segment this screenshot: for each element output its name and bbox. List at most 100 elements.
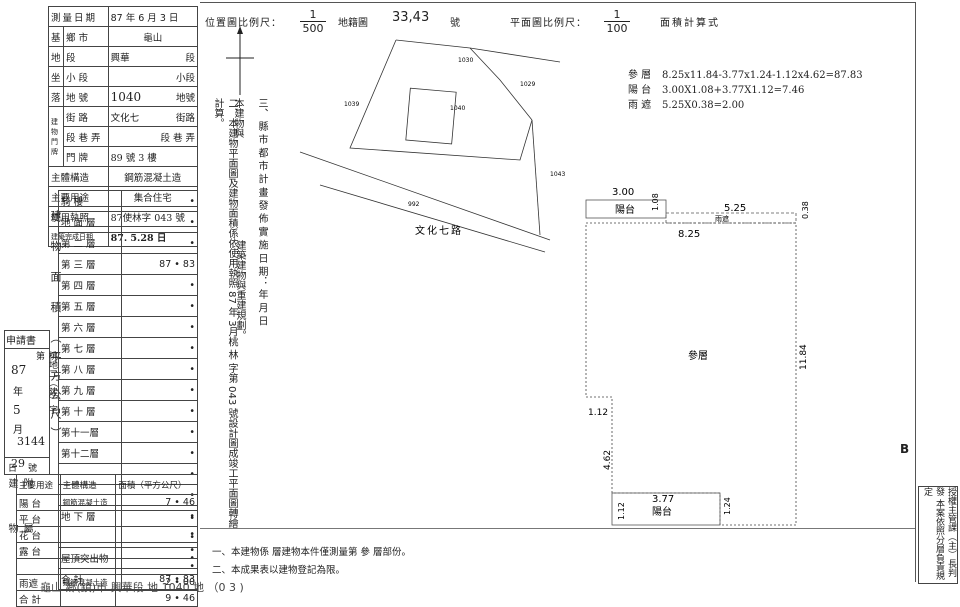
frame-right (915, 2, 916, 582)
bottom-note-1: 一、本建物係 層建物本件僅測量第 參 層部份。 (212, 547, 412, 558)
street-label: 街 路 (63, 106, 109, 127)
dim-eave-h: 0.38 (801, 201, 810, 219)
plan-scale-label: 平面圖比例尺： (510, 18, 587, 29)
group-label: 建物門牌 (48, 106, 64, 167)
floor-name: 騎 樓 (58, 190, 122, 212)
survey-date-label: 測量日期 (48, 6, 109, 27)
dim-bottom-balcony-side: 1.12 (617, 502, 626, 520)
attached-structure (59, 558, 117, 575)
floor-area: • (121, 421, 198, 443)
attached-structure (59, 526, 117, 543)
dim-width: 8.25 (678, 229, 700, 240)
note-3b: 建築建物與重建規劃。 (234, 240, 245, 340)
section-value: 興華 段 (107, 46, 199, 67)
group-label: 基 (48, 26, 64, 47)
applicant-number: 3144 (17, 435, 45, 448)
floor-area: • (121, 295, 198, 317)
calc-row: 參 層 8.25x11.84-3.77x1.24-1.12x4.62=87.83 (628, 68, 863, 83)
calc-row-name: 雨 遮 (628, 100, 652, 111)
floor-area: • (121, 379, 198, 401)
frame-top (200, 2, 915, 3)
footer-text: 龜山 鄉(鎮)市 興華段 地 1040 地 （0 3 ) (40, 581, 244, 594)
calc-row-formula: 5.25X0.38=2.00 (662, 100, 745, 111)
applicant-num-label: 號 (28, 464, 38, 474)
floor-name: 第 八 層 (58, 358, 122, 380)
floor-name: 第十一層 (58, 421, 122, 443)
floor-name: 第 六 層 (58, 316, 122, 338)
attached-usage: 露 台 (16, 542, 61, 559)
dim-notch-w: 1.12 (588, 408, 608, 418)
floor-name: 地 面 層 (58, 211, 122, 233)
applicant-block: 申請書 桃地二（建）字第 87 年 5 月 3144 (4, 330, 57, 458)
calc-row-formula: 8.25x11.84-3.77x1.24-1.12x4.62=87.83 (662, 70, 863, 81)
floor-label: 參層 (688, 349, 708, 362)
attached-area: • (115, 526, 198, 543)
lot-label-1029: 1029 (520, 81, 535, 88)
attached-usage (16, 558, 61, 575)
street-label: 文化七路 (415, 224, 463, 237)
applicant-year: 87 (11, 363, 27, 377)
dim-top-balcony-w: 3.00 (612, 187, 634, 198)
location-scale-label: 位置圖比例尺： (205, 18, 282, 29)
floor-name: 第 四 層 (58, 274, 122, 296)
dim-bottom-balcony-w: 3.77 (652, 494, 674, 505)
attached-area: • (115, 510, 198, 527)
applicant-word: 桃地二（建）字第 (34, 351, 57, 414)
floor-name: 第 十 層 (58, 400, 122, 422)
approval-stamp: 授權主管課（主）長判發 本案依照分層負責規定 (918, 486, 958, 584)
attached-header-usage: 主要用途 (16, 474, 61, 495)
calc-row-name: 參 層 (628, 70, 652, 81)
section-label: 段 (63, 46, 109, 67)
plan-scale-fraction: 1 100 (604, 8, 630, 35)
group-label: 落 (48, 86, 64, 107)
applicant-year-label: 年 (13, 387, 23, 398)
location-scale-fraction: 1 500 (300, 8, 326, 35)
applicant-day: 29 (11, 457, 25, 470)
floor-name: 第十二層 (58, 442, 122, 464)
attached-usage: 平 台 (16, 510, 61, 527)
lane-label: 段 巷 弄 (63, 126, 109, 147)
floor-area: • (121, 400, 198, 422)
subsection-label: 小 段 (63, 66, 109, 87)
lane-value: 段 巷 弄 (107, 126, 199, 147)
lot-value: 1040 地號 (107, 86, 199, 107)
calc-label: 面積計算式 (660, 18, 720, 29)
eave-label: 雨遮 (715, 214, 729, 223)
note-3: 三、 縣 市 都 市 計 畫 發 佈 實 施 日 期： 年 月 日 (256, 98, 267, 326)
lot-label-1030: 1030 (458, 57, 473, 64)
structure-value: 鋼筋混凝土造 (107, 166, 199, 187)
floor-area: • (121, 190, 198, 212)
street-value: 文化七 街路 (107, 106, 199, 127)
lot-label: 地 號 (63, 86, 109, 107)
location-map: 1030 1029 1039 1040 1043 992 文化七路 (226, 26, 565, 253)
township-label: 鄉 市 (63, 26, 109, 47)
floor-plan: 陽台 3.00 1.08 5.25 雨遮 0.38 8.25 11.84 參層 … (585, 187, 810, 526)
attached-header-structure: 主體構造 (59, 474, 117, 495)
attached-area: 7 • 46 (115, 494, 198, 511)
lot-label-1043: 1043 (550, 171, 565, 178)
dim-top-balcony-h: 1.08 (651, 193, 660, 211)
lot-label-1039: 1039 (344, 101, 359, 108)
group-label: 地 (48, 46, 64, 67)
floor-area: • (121, 442, 198, 464)
floor-area: • (121, 316, 198, 338)
applicant-day-label: 日 (8, 464, 18, 474)
floor-area: • (121, 358, 198, 380)
bottom-note-2: 二、本成果表以建物登記為限。 (212, 565, 346, 576)
floor-name: 第 三 層 (58, 253, 122, 275)
structure-label: 主體構造 (48, 166, 109, 187)
lot-label-1040: 1040 (450, 105, 465, 112)
township-value: 龜山 (107, 26, 199, 47)
subsection-value: 小段 (107, 66, 199, 87)
note-2: 二、本建物平面圖及建物面積係依使用執照 87 年 3月桃 林 字第 043 號設… (212, 98, 237, 529)
frame-bottom (200, 528, 915, 529)
dim-bottom-balcony-h: 1.24 (723, 497, 732, 515)
attached-structure: 鋼筋混凝土造 (59, 494, 117, 511)
top-balcony-label: 陽台 (615, 203, 635, 216)
calc-row-name: 陽 台 (628, 85, 652, 96)
group-label: 坐 (48, 66, 64, 87)
margin-letter: B (900, 442, 910, 456)
door-value: 89 號 3 樓 (107, 146, 199, 167)
area-calculation: 參 層 8.25x11.84-3.77x1.24-1.12x4.62=87.83 陽… (628, 68, 863, 113)
cadastral-label: 地籍圖 (338, 18, 368, 29)
